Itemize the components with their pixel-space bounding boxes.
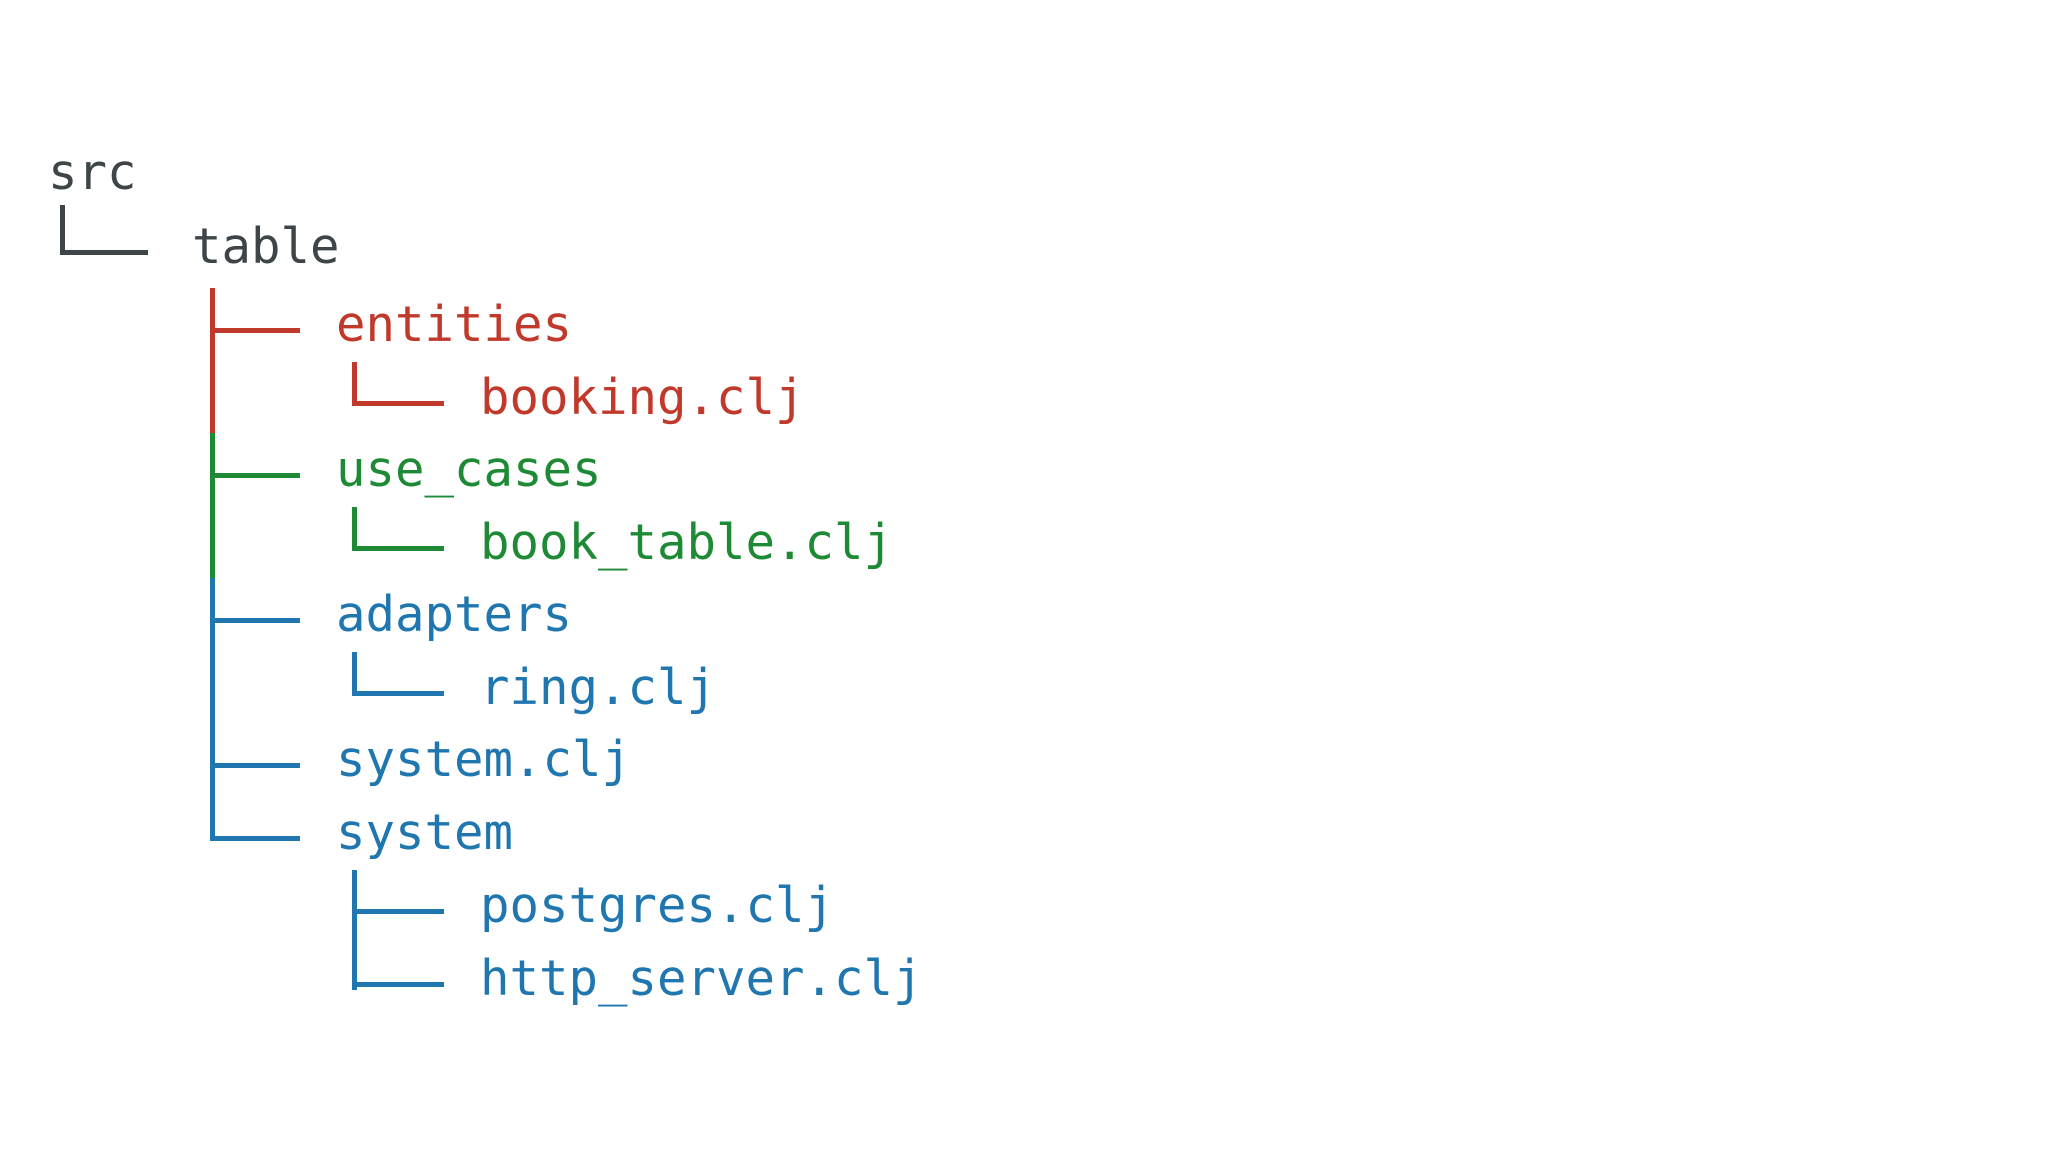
tree-node-use-cases[interactable]: use_cases (336, 441, 602, 498)
tree-node-booking-clj[interactable]: booking.clj (480, 369, 805, 426)
connector-elbow-horizontal-system (210, 836, 300, 841)
connector-tee-adapters (210, 618, 300, 623)
connector-spine-adapters-band (210, 578, 215, 836)
tree-node-src[interactable]: src (48, 144, 137, 201)
tree-node-system-clj[interactable]: system.clj (336, 731, 632, 788)
connector-spine-system-children (352, 870, 357, 990)
connector-elbow-vertical-ring (352, 652, 357, 696)
tree-node-postgres-clj[interactable]: postgres.clj (480, 877, 835, 934)
tree-node-entities[interactable]: entities (336, 296, 573, 353)
tree-node-table[interactable]: table (192, 218, 340, 275)
connector-elbow-vertical-book-table (352, 507, 357, 551)
connector-tee-postgres (352, 909, 444, 914)
connector-elbow-horizontal-src-table (60, 250, 148, 255)
connector-elbow-horizontal-ring (352, 691, 444, 696)
tree-node-book-table-clj[interactable]: book_table.clj (480, 514, 894, 571)
connector-elbow-vertical-src-table (60, 205, 65, 255)
connector-elbow-vertical-booking (352, 362, 357, 406)
tree-node-ring-clj[interactable]: ring.clj (480, 659, 717, 716)
tree-node-adapters[interactable]: adapters (336, 586, 573, 643)
tree-node-system[interactable]: system (336, 804, 514, 861)
connector-tee-system-clj (210, 763, 300, 768)
tree-node-http-server-clj[interactable]: http_server.clj (480, 950, 923, 1007)
connector-spine-usecases-band (210, 433, 215, 578)
connector-elbow-horizontal-http-server (352, 982, 444, 987)
connector-elbow-horizontal-book-table (352, 546, 444, 551)
connector-elbow-horizontal-booking (352, 401, 444, 406)
connector-spine-entities-band (210, 288, 215, 433)
connector-tee-use-cases (210, 473, 300, 478)
connector-tee-entities (210, 328, 300, 333)
